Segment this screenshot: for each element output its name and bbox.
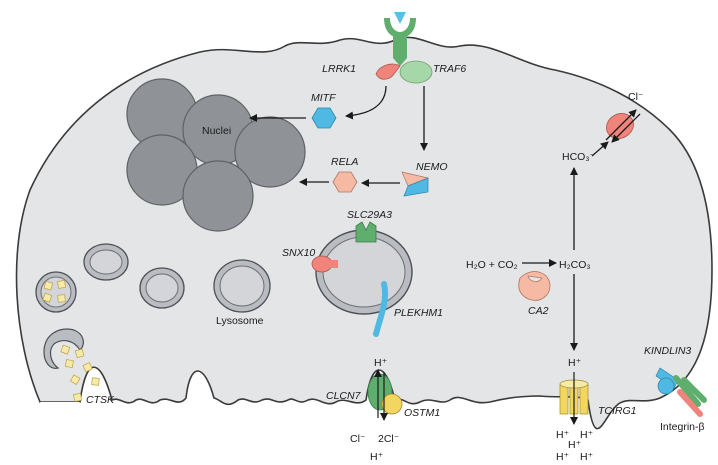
chloride-bicarbonate-exchanger xyxy=(605,109,641,143)
hco3-label: HCO₃⁻ xyxy=(562,151,596,163)
kindlin3-integrin-complex xyxy=(655,367,707,417)
plekhm1-label: PLEKHM1 xyxy=(394,307,443,319)
lysosome xyxy=(213,259,271,313)
nemo-protein xyxy=(401,171,430,197)
lysosome xyxy=(139,267,185,309)
rela-label: RELA xyxy=(331,156,358,168)
kindlin3-label: KINDLIN3 xyxy=(644,345,691,357)
mitf-label: MITF xyxy=(311,92,336,104)
lysosome xyxy=(83,243,129,281)
nucleus xyxy=(234,116,306,188)
clcn7-label: CLCN7 xyxy=(326,390,362,402)
lysosome-with-cargo xyxy=(35,271,77,313)
endolysosome xyxy=(311,221,413,337)
receptor-complex xyxy=(375,12,433,84)
integrin-beta-label: Integrin-β xyxy=(660,421,705,433)
nuclei-cluster xyxy=(126,78,306,232)
slc29a3-label: SLC29A3 xyxy=(347,209,392,221)
nemo-label: NEMO xyxy=(416,161,448,173)
nuclei-label: Nuclei xyxy=(202,125,231,137)
ca2-label: CA2 xyxy=(528,305,549,317)
h-tcirg-top-label: H⁺ xyxy=(568,357,582,369)
ctsk-label: CTSK xyxy=(86,394,115,406)
rela-protein xyxy=(332,171,358,193)
nucleus xyxy=(182,160,254,232)
h-tcirg-3-label: H⁺ xyxy=(568,439,582,451)
mitf-protein xyxy=(311,107,337,129)
chloride-top-label: Cl⁻ xyxy=(628,91,644,103)
chloride-clcn-label: Cl⁻ xyxy=(350,433,366,445)
ca2-enzyme xyxy=(518,271,551,301)
clcn7-ostm1-complex xyxy=(367,369,403,421)
secreting-lysosome xyxy=(43,328,100,402)
traf6-label: TRAF6 xyxy=(433,63,466,75)
h-below-clcn-label: H⁺ xyxy=(370,451,384,463)
h-clcn-label: H⁺ xyxy=(374,357,388,369)
tcirg1-pump xyxy=(559,372,589,425)
ostm1-label: OSTM1 xyxy=(404,407,440,419)
h2o-co2-label: H₂O + CO₂ xyxy=(466,259,518,271)
h-tcirg-5-label: H⁺ xyxy=(580,451,594,463)
h-tcirg-1-label: H⁺ xyxy=(556,429,570,441)
two-chloride-label: 2Cl⁻ xyxy=(378,433,400,445)
h2co3-label: H₂CO₃ xyxy=(559,259,591,271)
snx10-label: SNX10 xyxy=(282,247,315,259)
lrrk1-label: LRRK1 xyxy=(322,63,356,75)
h-tcirg-2-label: H⁺ xyxy=(580,429,594,441)
lysosome-label: Lysosome xyxy=(216,315,264,327)
tcirg1-label: TCIRG1 xyxy=(598,405,637,417)
h-tcirg-4-label: H⁺ xyxy=(556,451,570,463)
